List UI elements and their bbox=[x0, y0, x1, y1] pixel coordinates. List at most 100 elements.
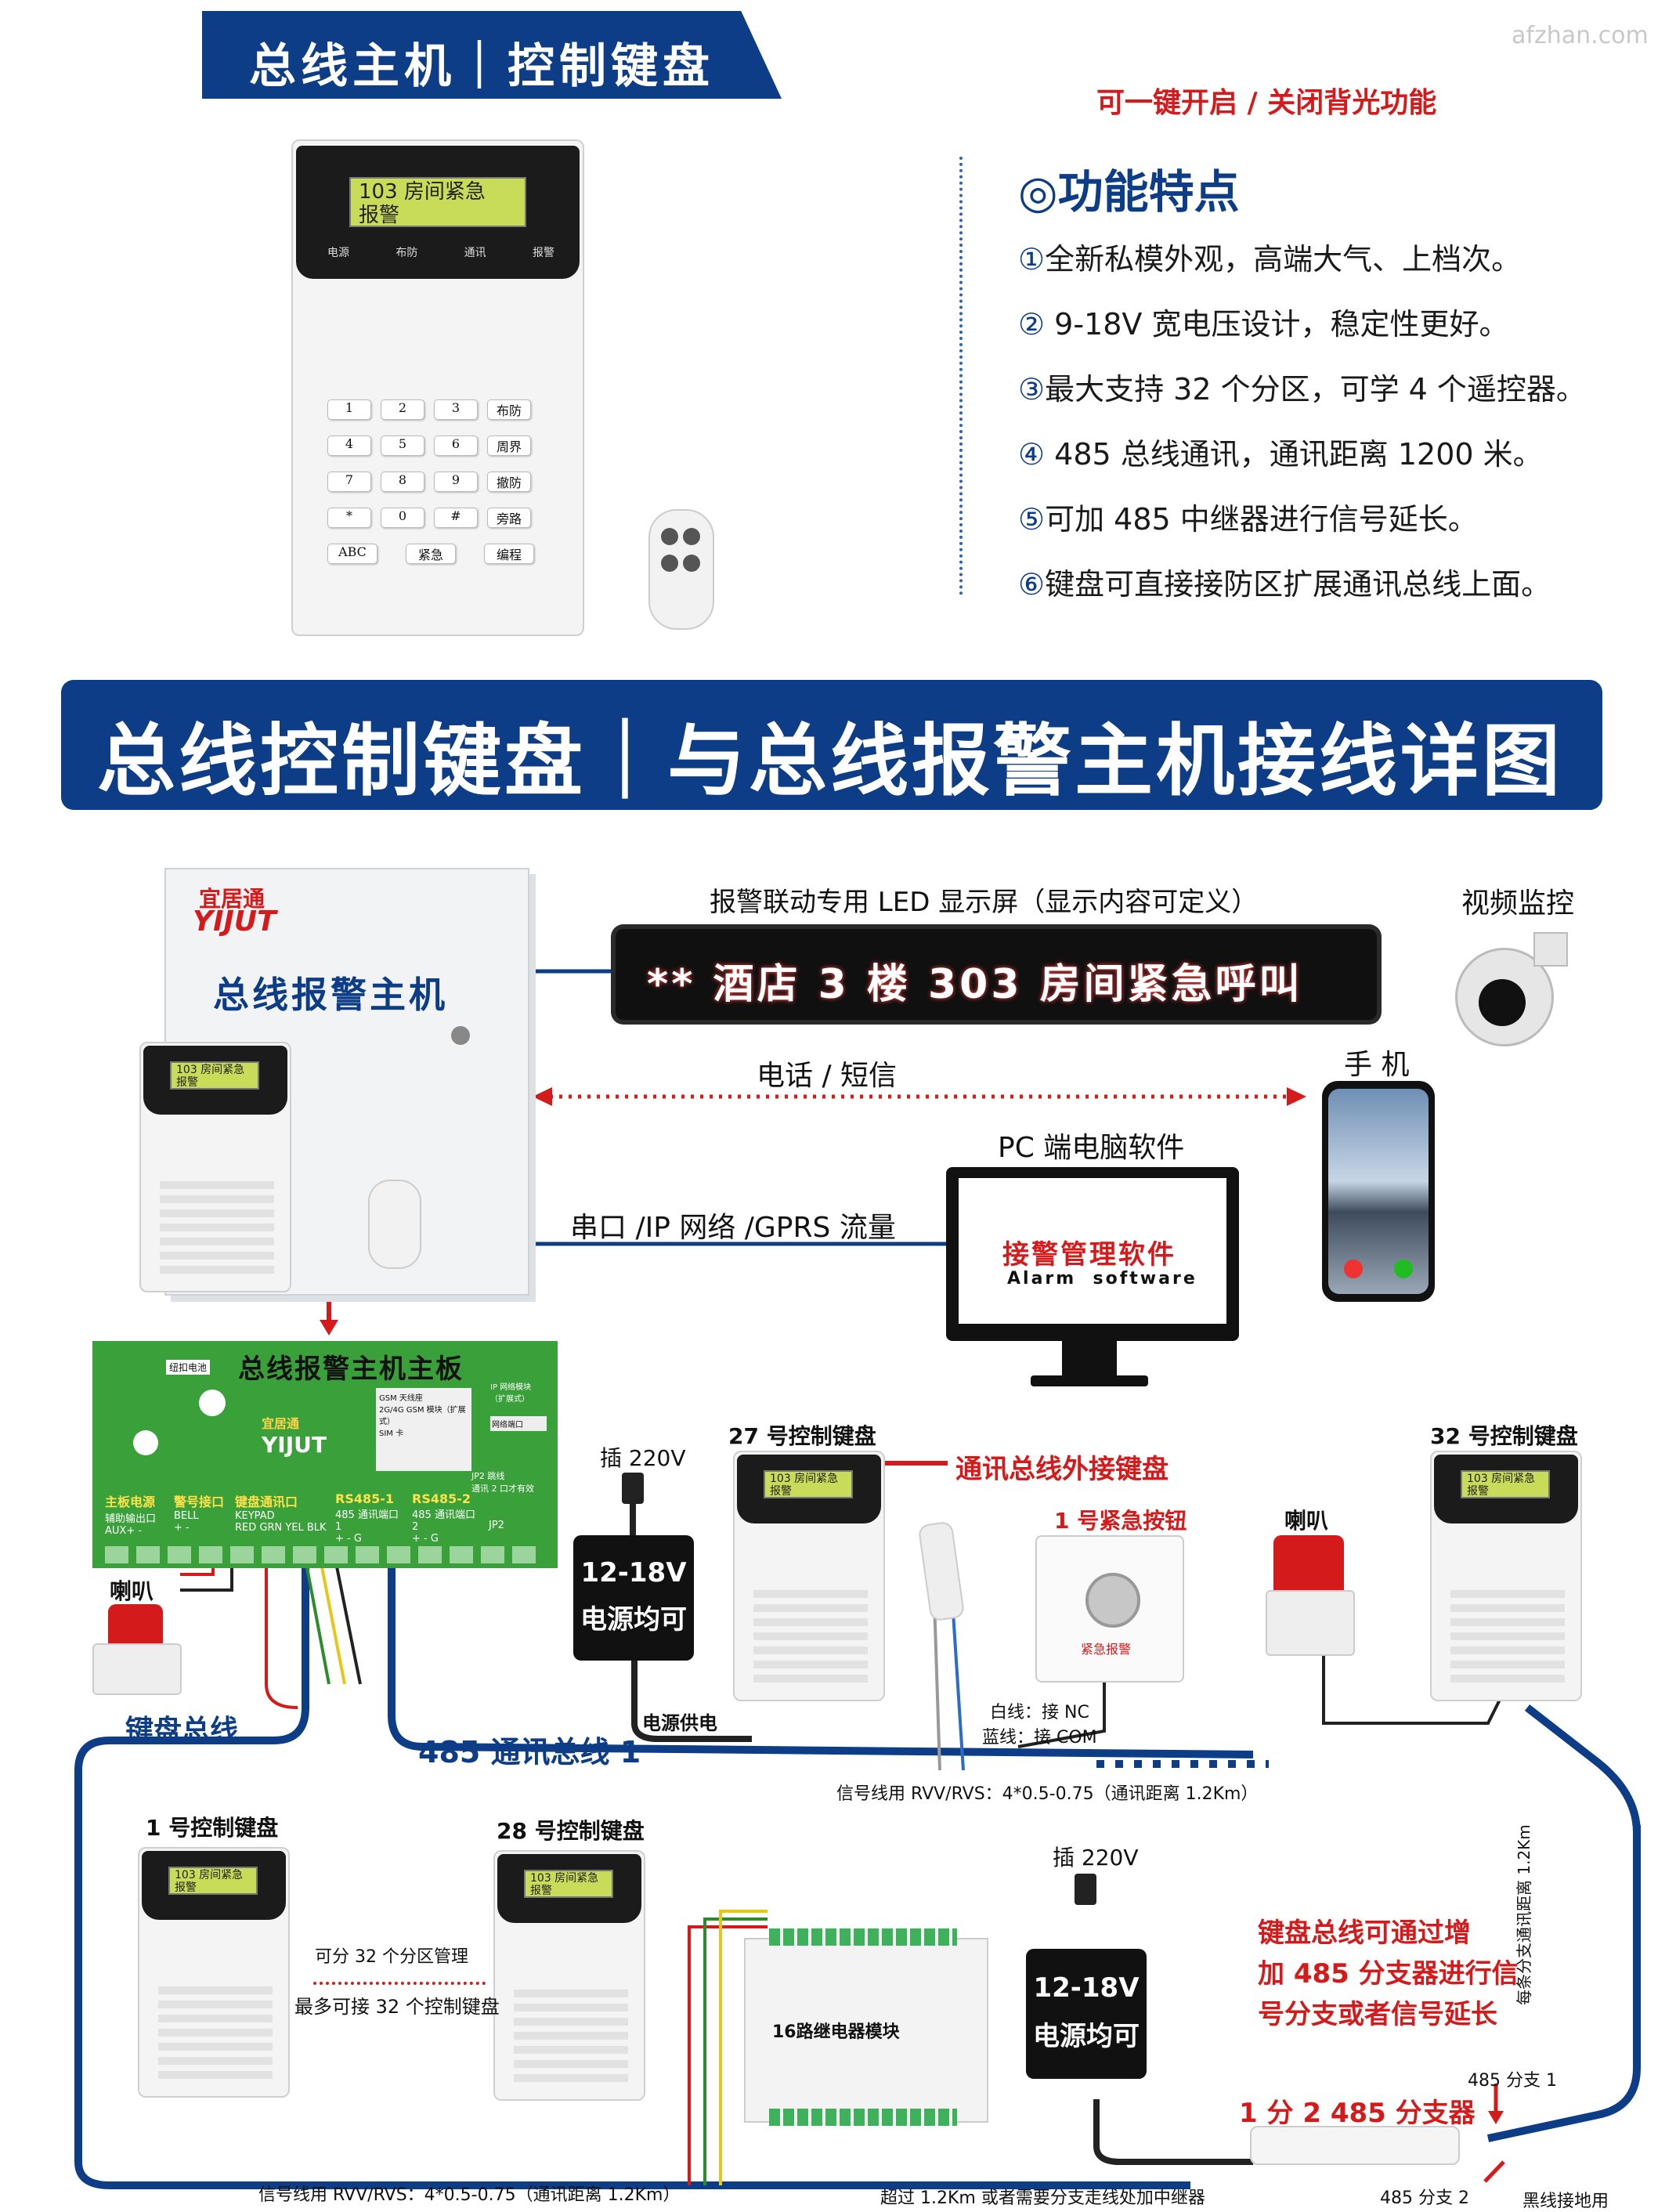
battery-icon bbox=[199, 1390, 226, 1416]
host-brand-cn: 宜居通 bbox=[199, 886, 265, 912]
keypad-keys: 1 2 3 布防 4 5 6 周界 7 8 9 撤防 * 0 # 旁路 ABC … bbox=[327, 399, 547, 564]
top-banner: 总线主机｜控制键盘 bbox=[202, 11, 782, 99]
key-disarm[interactable]: 撤防 bbox=[487, 472, 531, 492]
siren-label: 喇叭 bbox=[110, 1578, 154, 1604]
relay-module-title: 16路继电器模块 bbox=[772, 2022, 900, 2042]
video-label: 视频监控 bbox=[1461, 887, 1575, 920]
key-emergency[interactable]: 紧急 bbox=[406, 544, 456, 564]
keypad-28-label: 28 号控制键盘 bbox=[497, 1818, 645, 1844]
led-display-text: ** 酒店 3 楼 303 房间紧急呼叫 bbox=[647, 961, 1303, 1008]
signal-note-bottom: 信号线用 RVV/RVS：4*0.5-0.75（通讯距离 1.2Km） bbox=[258, 2185, 681, 2205]
remote-control-photo bbox=[648, 509, 714, 630]
key-arm[interactable]: 布防 bbox=[487, 399, 531, 420]
key-8[interactable]: 8 bbox=[381, 472, 424, 492]
key-7[interactable]: 7 bbox=[327, 472, 371, 492]
features-heading: ◎功能特点 bbox=[1018, 165, 1240, 219]
pc-label: PC 端电脑软件 bbox=[998, 1132, 1185, 1164]
led-display: ** 酒店 3 楼 303 房间紧急呼叫 bbox=[616, 929, 1377, 1020]
camera-icon bbox=[1439, 932, 1568, 1046]
key-9[interactable]: 9 bbox=[434, 472, 478, 492]
led-display-caption: 报警联动专用 LED 显示屏（显示内容可定义） bbox=[710, 887, 1259, 918]
zone-note-2: 最多可接 32 个控制键盘 bbox=[294, 1996, 500, 2018]
key-bypass[interactable]: 旁路 bbox=[487, 508, 531, 528]
power-supply-label: 电源供电 bbox=[642, 1712, 717, 1734]
key-star[interactable]: * bbox=[327, 508, 371, 528]
emergency-button-face-label: 紧急报警 bbox=[1081, 1642, 1132, 1657]
external-keypad-note: 通讯总线外接键盘 bbox=[955, 1454, 1169, 1485]
jp2-label: JP2 跳线通讯 2 口才有效 bbox=[471, 1471, 534, 1494]
key-program[interactable]: 编程 bbox=[484, 544, 534, 564]
feature-item: ② 9-18V 宽电压设计，稳定性更好。 bbox=[1018, 307, 1509, 342]
mount-hole bbox=[133, 1430, 158, 1455]
net-module: IP 网络模块（扩展式） 网络端口 bbox=[490, 1380, 547, 1466]
splitter-label: 1 分 2 485 分支器 bbox=[1239, 2098, 1476, 2129]
branch-2-label: 485 分支 2 bbox=[1380, 2189, 1469, 2208]
key-1[interactable]: 1 bbox=[327, 399, 371, 420]
feature-item: ③最大支持 32 个分区，可学 4 个遥控器。 bbox=[1018, 372, 1586, 407]
feature-item: ④ 485 总线通讯，通讯距离 1200 米。 bbox=[1018, 437, 1543, 472]
feature-item: ⑥键盘可直接接防区扩展通讯总线上面。 bbox=[1018, 567, 1551, 602]
branch-1-label: 485 分支 1 bbox=[1468, 2071, 1557, 2091]
led-alarm-label: 报警 bbox=[532, 247, 554, 259]
power1-plug-label: 插 220V bbox=[600, 1445, 686, 1471]
splitter-device bbox=[1250, 2126, 1460, 2165]
lcd-line-2: 报警 bbox=[359, 204, 400, 227]
blue-wire-label: 蓝线：接 COM bbox=[982, 1728, 1097, 1748]
signal-note-top: 信号线用 RVV/RVS：4*0.5-0.75（通讯距离 1.2Km） bbox=[836, 1784, 1259, 1804]
relay-module: 16路继电器模块 bbox=[744, 1928, 988, 2126]
bus485-label: 485 通讯总线 1 bbox=[418, 1735, 641, 1769]
lock-icon bbox=[451, 1026, 470, 1045]
phone-label: 手 机 bbox=[1344, 1049, 1410, 1081]
emergency-button-photo[interactable]: 紧急报警 bbox=[1035, 1535, 1184, 1682]
host-title: 总线报警主机 bbox=[213, 974, 448, 1016]
keypad-27-label: 27 号控制键盘 bbox=[728, 1423, 876, 1449]
accept-call-icon bbox=[1394, 1260, 1413, 1278]
repeater-note: 超过 1.2Km 或者需要分支走线处加中继器 bbox=[880, 2189, 1205, 2208]
emergency-button-label: 1 号紧急按钮 bbox=[1054, 1508, 1187, 1534]
extension-note: 键盘总线可通过增 加 485 分支器进行信 号分支或者信号延长 bbox=[1258, 1917, 1519, 2030]
pc-monitor-stand bbox=[1062, 1341, 1117, 1377]
battery-label: 纽扣电池 bbox=[166, 1360, 211, 1375]
backlight-note: 可一键开启 / 关闭背光功能 bbox=[1096, 87, 1437, 119]
keypad-display-panel: 103 房间紧急 报警 电源 布防 通讯 报警 bbox=[296, 146, 580, 279]
host-remote-photo bbox=[368, 1180, 421, 1269]
key-3[interactable]: 3 bbox=[434, 399, 478, 420]
mobile-phone-icon bbox=[1322, 1081, 1435, 1302]
board-brand: 宜居通 YIJUT bbox=[262, 1416, 327, 1458]
keypad-32-label: 32 号控制键盘 bbox=[1430, 1423, 1578, 1449]
keypad-32-photo: 103 房间紧急报警 bbox=[1430, 1451, 1582, 1701]
terminal-strip bbox=[105, 1546, 544, 1563]
key-hash[interactable]: # bbox=[434, 508, 478, 528]
wiring-banner-title: 总线控制键盘｜与总线报警主机接线详图 bbox=[97, 715, 1563, 807]
keypad-27-photo: 103 房间紧急报警 bbox=[733, 1451, 885, 1701]
control-keypad-photo: 103 房间紧急 报警 电源 布防 通讯 报警 1 2 3 布防 4 5 6 周… bbox=[291, 139, 584, 636]
pc-monitor: 接警管理软件 Alarm software bbox=[946, 1167, 1239, 1341]
keypad-28-photo: 103 房间紧急报警 bbox=[493, 1850, 645, 2101]
key-6[interactable]: 6 bbox=[434, 436, 478, 456]
key-abc[interactable]: ABC bbox=[327, 544, 377, 564]
key-2[interactable]: 2 bbox=[381, 399, 424, 420]
feature-item: ①全新私模外观，高端大气、上档次。 bbox=[1018, 242, 1522, 276]
decline-call-icon bbox=[1344, 1260, 1363, 1278]
power2-plug-label: 插 220V bbox=[1053, 1845, 1139, 1870]
siren-right-icon bbox=[1266, 1535, 1355, 1656]
top-banner-title: 总线主机｜控制键盘 bbox=[249, 39, 714, 94]
pc-screen-title: 接警管理软件 bbox=[1002, 1239, 1176, 1270]
pc-link-label: 串口 /IP 网络 /GPRS 流量 bbox=[570, 1212, 896, 1244]
keypad-bus-label: 键盘总线 bbox=[125, 1715, 239, 1747]
power-supply-2: 12-18V 电源均可 bbox=[1026, 1949, 1147, 2079]
keypad-1-label: 1 号控制键盘 bbox=[146, 1815, 279, 1841]
power-supply-1: 12-18V 电源均可 bbox=[573, 1535, 694, 1661]
key-perimeter[interactable]: 周界 bbox=[487, 436, 531, 456]
key-0[interactable]: 0 bbox=[381, 508, 424, 528]
key-5[interactable]: 5 bbox=[381, 436, 424, 456]
siren-right-label: 喇叭 bbox=[1284, 1508, 1329, 1534]
plug-icon bbox=[622, 1473, 644, 1504]
led-arm-label: 布防 bbox=[396, 247, 418, 259]
keypad-lcd: 103 房间紧急 报警 bbox=[349, 177, 526, 227]
phone-link-label: 电话 / 短信 bbox=[757, 1060, 898, 1092]
siren-icon bbox=[92, 1604, 182, 1695]
key-4[interactable]: 4 bbox=[327, 436, 371, 456]
